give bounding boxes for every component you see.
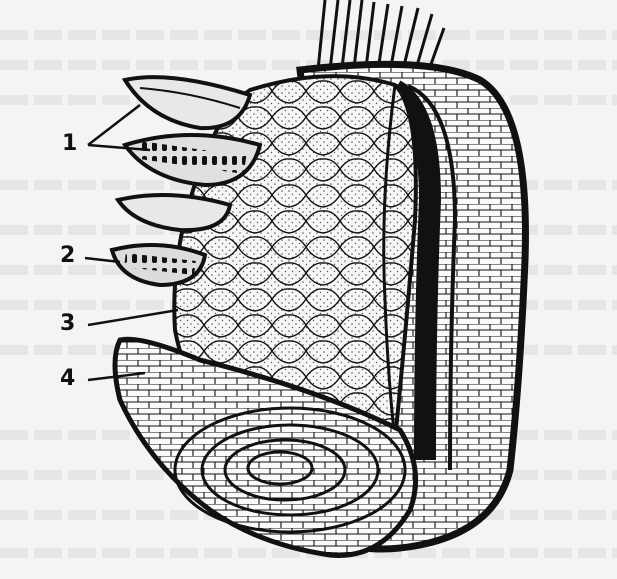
label-2: 2 <box>60 245 75 267</box>
label-1: 1 <box>62 133 77 155</box>
label-4: 4 <box>60 368 75 390</box>
label-3: 3 <box>60 313 75 335</box>
